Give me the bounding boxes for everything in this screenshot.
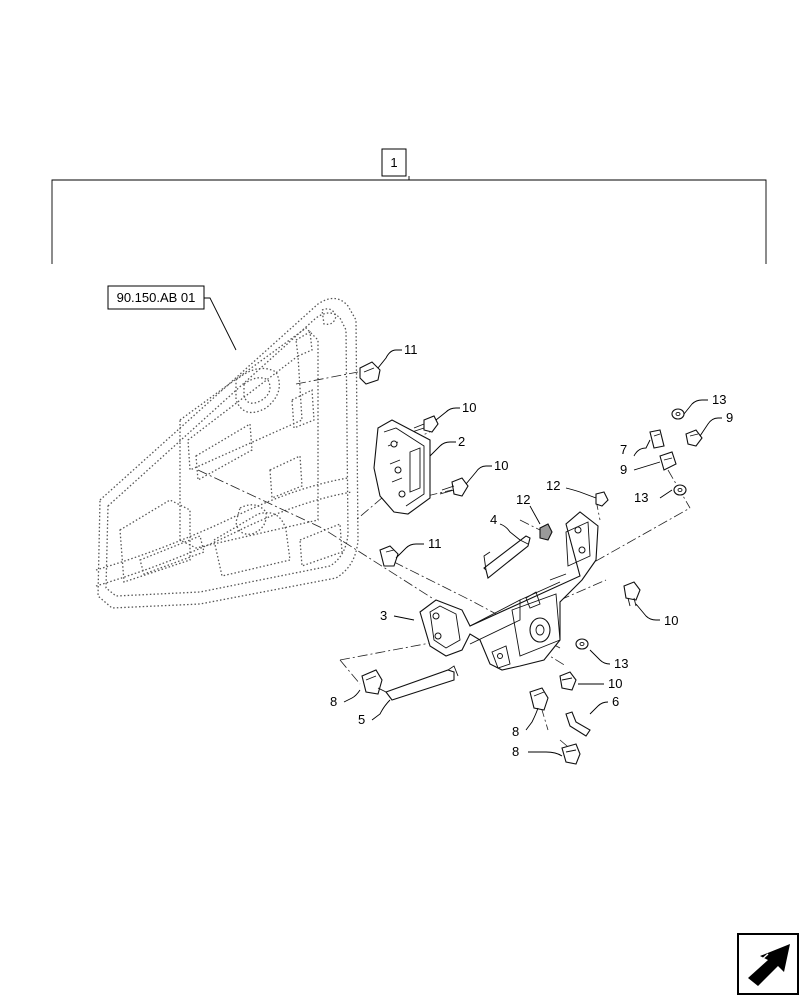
callout-10-lower: 10 xyxy=(608,676,622,691)
bolt-11-lower[interactable] xyxy=(379,545,399,567)
callout-8-bottom: 8 xyxy=(512,744,519,759)
nut-12-left[interactable] xyxy=(539,523,553,541)
callout-2: 2 xyxy=(458,434,465,449)
rod-6[interactable] xyxy=(565,711,591,737)
clip-9-upper[interactable] xyxy=(685,429,703,447)
callout-numbers: 11 10 2 10 11 13 9 7 9 12 12 13 4 3 10 1… xyxy=(330,342,733,759)
callout-11-lower: 11 xyxy=(428,536,442,551)
callout-3: 3 xyxy=(380,608,387,623)
callout-12-left: 12 xyxy=(516,492,530,507)
callout-9-lower: 9 xyxy=(620,462,627,477)
pin-7[interactable] xyxy=(649,429,665,449)
callout-6: 6 xyxy=(612,694,619,709)
nut-12-right[interactable] xyxy=(595,491,609,507)
callout-7: 7 xyxy=(620,442,627,457)
clip-8-mid[interactable] xyxy=(529,687,549,711)
bolt-10-b[interactable] xyxy=(439,477,469,497)
washer-13-upper[interactable] xyxy=(671,408,685,420)
callout-8-mid: 8 xyxy=(512,724,519,739)
callout-10-upper: 10 xyxy=(462,400,476,415)
next-page-arrow-icon[interactable] xyxy=(737,933,799,995)
callout-10-mid: 10 xyxy=(494,458,508,473)
assembly-bracket: 1 xyxy=(51,148,767,264)
clip-8-bottom[interactable] xyxy=(561,743,581,765)
callout-10-right: 10 xyxy=(664,613,678,628)
callout-5: 5 xyxy=(358,712,365,727)
callout-8-left: 8 xyxy=(330,694,337,709)
clip-9-lower[interactable] xyxy=(659,451,677,471)
callout-11-upper: 11 xyxy=(404,342,418,357)
assembly-number: 1 xyxy=(390,155,397,170)
rod-5[interactable] xyxy=(377,665,459,701)
bolt-11-upper[interactable] xyxy=(359,361,381,385)
callout-13-lower: 13 xyxy=(614,656,628,671)
reference-label: 90.150.AB 01 xyxy=(117,290,196,305)
bolt-10-lower[interactable] xyxy=(559,671,577,691)
bolt-10-a[interactable] xyxy=(411,415,439,433)
reference-tag[interactable]: 90.150.AB 01 xyxy=(107,285,237,351)
main-bracket-3[interactable] xyxy=(419,511,599,671)
rod-4[interactable] xyxy=(483,535,531,579)
callout-13-mid: 13 xyxy=(634,490,648,505)
door-frame-phantom xyxy=(95,297,359,609)
bolt-10-right[interactable] xyxy=(623,581,641,607)
callout-4: 4 xyxy=(490,512,497,527)
washer-13-lower[interactable] xyxy=(575,638,589,650)
leader-lines xyxy=(343,349,722,757)
callout-9-top: 9 xyxy=(726,410,733,425)
washer-13-mid[interactable] xyxy=(673,484,687,496)
hinge-bracket-2[interactable] xyxy=(373,419,431,515)
callout-13-top: 13 xyxy=(712,392,726,407)
clip-8-left[interactable] xyxy=(361,669,383,695)
callout-12-right: 12 xyxy=(546,478,560,493)
